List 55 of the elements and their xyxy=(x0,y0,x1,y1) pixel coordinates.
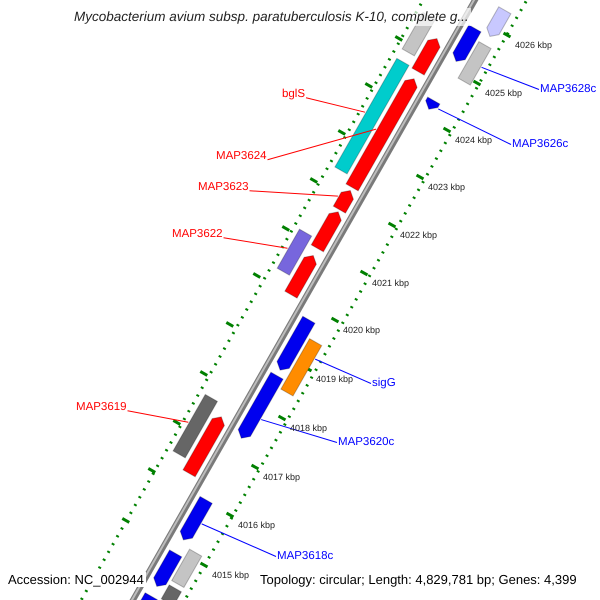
leader-line xyxy=(223,237,288,249)
leader-line xyxy=(260,419,338,443)
scale-label: 4022 kbp xyxy=(400,230,438,241)
scale-label: 4021 kbp xyxy=(372,278,410,289)
gene-feature xyxy=(310,211,342,252)
gene-feature xyxy=(486,6,512,37)
gene-feature xyxy=(138,592,158,600)
scale-label: 4024 kbp xyxy=(455,135,492,146)
gene-label: MAP3620c xyxy=(338,436,394,449)
gene-feature xyxy=(345,78,418,192)
gene-feature xyxy=(182,416,225,478)
gene-block xyxy=(172,394,218,459)
gene-block xyxy=(334,58,410,175)
gene-feature xyxy=(276,316,316,371)
gene-feature xyxy=(411,38,441,76)
leader-line xyxy=(249,190,338,197)
accession-text: Accession: NC_002944 xyxy=(6,572,146,587)
title: Mycobacterium avium subsp. paratuberculosis K-10, complete g... xyxy=(72,8,471,26)
gene-feature xyxy=(180,496,213,540)
gene-feature xyxy=(238,372,284,439)
leader-line xyxy=(306,97,366,113)
gene-label: MAP3619 xyxy=(76,401,127,414)
scale-label: 4019 kbp xyxy=(316,374,354,385)
gene-block xyxy=(457,40,492,86)
leader-line xyxy=(314,358,372,384)
gene-feature xyxy=(284,254,317,299)
genome-info-text: Topology: circular; Length: 4,829,781 bp; Genes: 4,399 xyxy=(258,572,579,587)
leader-line xyxy=(438,108,512,145)
gene-feature xyxy=(425,96,441,110)
gene-feature xyxy=(332,190,354,214)
scale-label: 4016 kbp xyxy=(238,520,276,531)
gene-label: MAP3624 xyxy=(216,150,267,163)
leader-line xyxy=(481,66,540,90)
gene-feature xyxy=(153,549,182,587)
scale-label: 4017 kbp xyxy=(263,472,300,483)
gene-label: MAP3623 xyxy=(198,181,249,194)
gene-label: MAP3626c xyxy=(512,138,568,151)
leader-line xyxy=(127,410,189,423)
gene-block xyxy=(160,584,182,600)
leader-line xyxy=(201,523,276,557)
scale-label: 4015 kbp xyxy=(212,570,250,581)
gene-label: sigG xyxy=(372,377,396,390)
leader-line xyxy=(267,128,377,160)
gene-label: bglS xyxy=(282,88,306,101)
scale-label: 4026 kbp xyxy=(515,40,552,51)
gene-block xyxy=(171,548,202,588)
scale-label: 4023 kbp xyxy=(428,182,466,193)
gene-label: MAP3622 xyxy=(172,228,223,241)
scale-label: 4018 kbp xyxy=(290,423,328,434)
scale-label: 4025 kbp xyxy=(485,88,522,99)
scale-label: 4020 kbp xyxy=(343,325,380,336)
gene-feature xyxy=(452,24,482,62)
gene-block xyxy=(276,228,312,276)
gene-label: MAP3618c xyxy=(277,550,334,563)
gene-label: MAP3628c xyxy=(540,83,596,96)
